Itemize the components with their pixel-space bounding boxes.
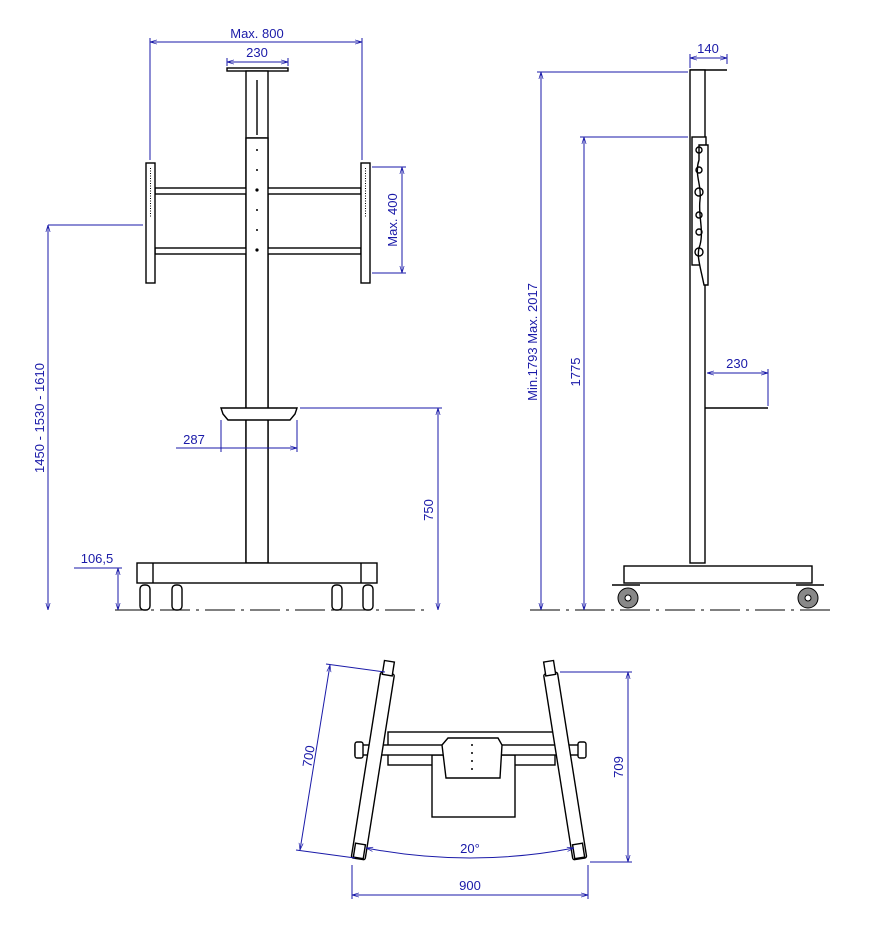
- leg-angle-label: 20°: [460, 841, 480, 856]
- top-depth-label: 140: [697, 41, 719, 56]
- left-leg-top: [350, 659, 396, 861]
- shelf-front: [220, 407, 298, 421]
- bracket-plate-top: [441, 737, 503, 779]
- shelf-depth-label: 230: [726, 356, 748, 371]
- top-view: 700 709 20° 900: [295, 659, 632, 899]
- overall-height-label: Min.1793 Max. 2017: [525, 283, 540, 401]
- side-bracket-holes: [694, 146, 704, 257]
- left-vesa-bracket: [145, 162, 156, 284]
- shelf-width-label: 287: [183, 432, 205, 447]
- base-front: [136, 562, 378, 584]
- leg-length-label: 700: [299, 744, 317, 768]
- base-depth-label: 709: [611, 756, 626, 778]
- right-leg-top: [542, 659, 588, 861]
- base-width-label: 900: [459, 878, 481, 893]
- base-side: [623, 565, 813, 584]
- screen-height-label: 1450 - 1530 - 1610: [32, 363, 47, 473]
- max-width-label: Max. 800: [230, 26, 283, 41]
- column-front: [245, 137, 269, 564]
- top-plate-width-label: 230: [246, 45, 268, 60]
- side-view: 140 Min.1793 Max. 2017 1775 230: [525, 41, 830, 611]
- column-height-label: 1775: [568, 358, 583, 387]
- column-holes: [255, 149, 259, 252]
- base-height-label: 106,5: [81, 551, 114, 566]
- casters-side: [612, 584, 824, 609]
- right-vesa-bracket: [360, 162, 371, 284]
- front-view: Max. 800 230 Max. 400 1450 - 1530 - 1610…: [32, 26, 442, 611]
- max-vesa-label: Max. 400: [385, 193, 400, 246]
- shelf-height-label: 750: [421, 499, 436, 521]
- casters-front: [139, 584, 374, 611]
